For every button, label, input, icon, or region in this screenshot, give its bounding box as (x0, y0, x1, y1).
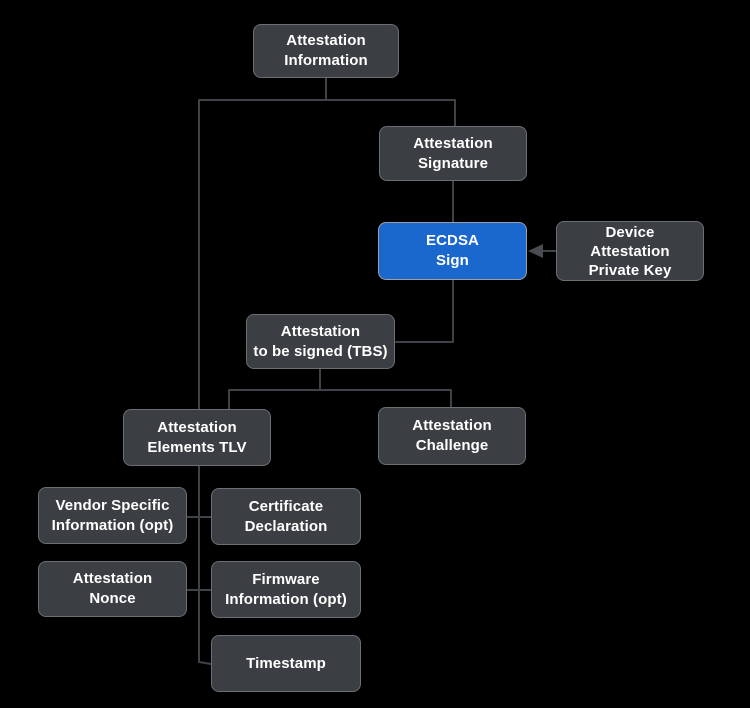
connector-tlv-challenge-branch (228, 389, 452, 410)
connector-ecdsa-to-tbs (395, 279, 454, 343)
node-attestation-information: Attestation Information (253, 24, 399, 78)
node-attestation-challenge: Attestation Challenge (378, 407, 526, 465)
connector-main-trunk (198, 99, 456, 665)
node-ecdsa-sign: ECDSA Sign (378, 222, 527, 280)
node-attestation-elements-tlv: Attestation Elements TLV (123, 409, 271, 466)
node-vendor-specific-information: Vendor Specific Information (opt) (38, 487, 187, 544)
node-attestation-to-be-signed: Attestation to be signed (TBS) (246, 314, 395, 369)
node-timestamp: Timestamp (211, 635, 361, 692)
node-firmware-information: Firmware Information (opt) (211, 561, 361, 618)
arrowhead-left-icon (528, 244, 543, 258)
node-certificate-declaration: Certificate Declaration (211, 488, 361, 545)
node-attestation-signature: Attestation Signature (379, 126, 527, 181)
node-device-attestation-private-key: Device Attestation Private Key (556, 221, 704, 281)
node-attestation-nonce: Attestation Nonce (38, 561, 187, 617)
